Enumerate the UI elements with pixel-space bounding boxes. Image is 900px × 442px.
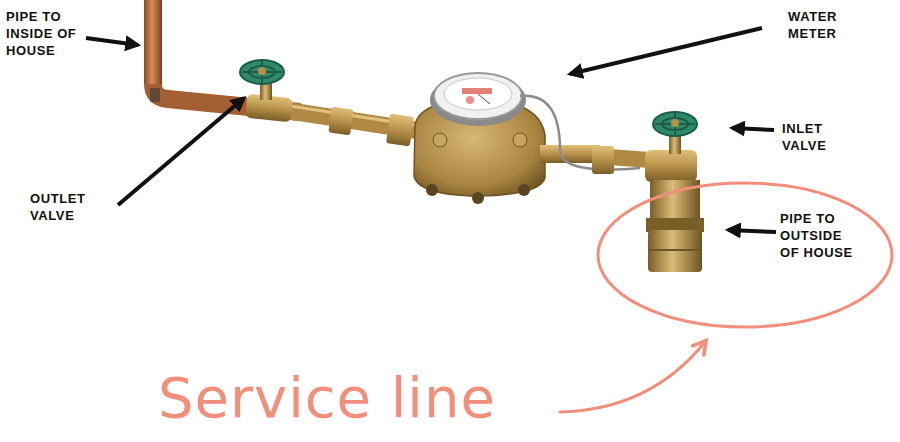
water-meter: [414, 73, 600, 204]
highlight-ellipse: PIPE TO OUTSIDE OF HOUSE: [595, 180, 895, 330]
handwritten-note: Service line: [158, 366, 496, 430]
outlet-valve: [240, 60, 293, 122]
pointer-arrow: [560, 342, 705, 412]
pipe-coupling: [592, 146, 614, 174]
part-label: INLET VALVE: [782, 120, 852, 154]
ellipse-outline: [598, 183, 892, 327]
pipe-coupling: [328, 107, 414, 147]
part-label: PIPE TO INSIDE OF HOUSE: [6, 8, 86, 59]
part-label: PIPE TO OUTSIDE OF HOUSE: [780, 210, 856, 261]
pipe-clip: [150, 88, 160, 102]
part-label: WATER METER: [788, 8, 868, 42]
inlet-valve: [645, 112, 697, 182]
part-label: OUTLET VALVE: [30, 190, 100, 224]
leader-arrows: [86, 28, 776, 232]
service-line-fitting: [646, 180, 704, 272]
copper-pipe: [153, 0, 300, 112]
copper-pipe-riser: [144, 0, 162, 84]
